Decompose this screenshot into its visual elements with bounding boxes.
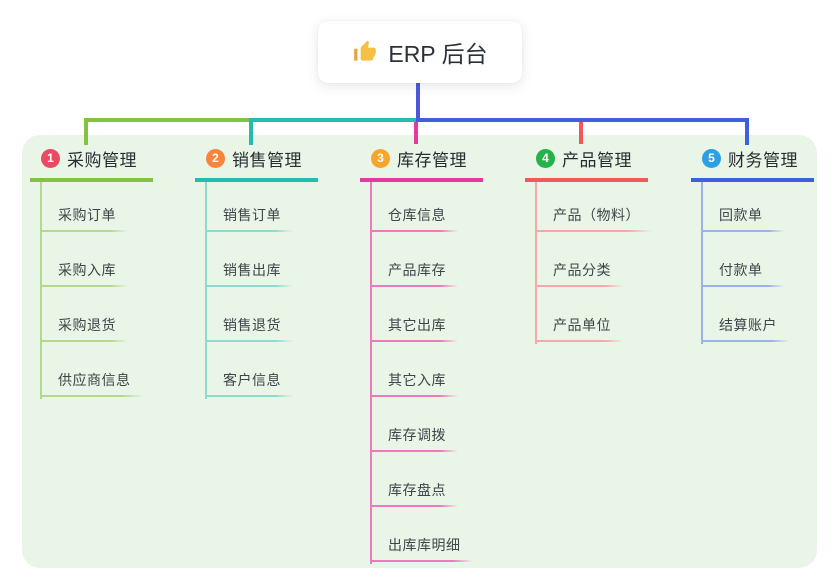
topic-finance-label: 财务管理 [728, 150, 798, 170]
child-item[interactable]: 供应商信息 [40, 342, 143, 397]
child-item-label: 付款单 [719, 262, 763, 278]
connector-hline-purchase [84, 118, 253, 122]
child-item-label: 采购入库 [58, 262, 116, 278]
child-item-label: 库存盘点 [388, 482, 446, 498]
child-item[interactable]: 产品分类 [535, 232, 623, 287]
topic-product[interactable]: 4 产品管理 [525, 138, 648, 182]
child-item[interactable]: 回款单 [701, 177, 785, 232]
connector-drop-inventory [414, 122, 418, 144]
child-item-label: 仓库信息 [388, 207, 446, 223]
child-item-label: 采购退货 [58, 317, 116, 333]
child-item-label: 采购订单 [58, 207, 116, 223]
connector-drop-product [579, 122, 583, 144]
child-item-label: 销售退货 [223, 317, 281, 333]
child-item-label: 销售订单 [223, 207, 281, 223]
root-node-title: ERP 后台 [388, 41, 488, 67]
child-item[interactable]: 库存调拨 [370, 397, 458, 452]
child-item[interactable]: 采购订单 [40, 177, 128, 232]
connector-hline-sales [249, 118, 418, 122]
child-item[interactable]: 销售出库 [205, 232, 293, 287]
topic-inventory-label: 库存管理 [397, 150, 467, 170]
child-item[interactable]: 采购退货 [40, 287, 128, 342]
root-node[interactable]: ERP 后台 [318, 21, 522, 83]
child-item-label: 销售出库 [223, 262, 281, 278]
topic-purchase-label: 采购管理 [67, 150, 137, 170]
connector-drop-finance [745, 118, 749, 145]
child-item-label: 其它出库 [388, 317, 446, 333]
branch-sales-children: 销售订单销售出库销售退货客户信息 [205, 177, 293, 397]
child-item[interactable]: 客户信息 [205, 342, 293, 397]
badge-2: 2 [206, 148, 225, 168]
child-item[interactable]: 付款单 [701, 232, 785, 287]
child-item[interactable]: 销售订单 [205, 177, 293, 232]
child-item[interactable]: 产品库存 [370, 232, 458, 287]
branch-product-vline [535, 182, 537, 344]
connector-hline-finance [416, 118, 749, 122]
child-item[interactable]: 结算账户 [701, 287, 789, 342]
child-item-label: 其它入库 [388, 372, 446, 388]
child-item-label: 库存调拨 [388, 427, 446, 443]
child-item[interactable]: 其它入库 [370, 342, 458, 397]
child-item[interactable]: 产品（物料） [535, 177, 652, 232]
branch-finance-vline [701, 182, 703, 344]
connector-drop-purchase [84, 118, 88, 145]
child-item[interactable]: 仓库信息 [370, 177, 458, 232]
connector-drop-sales [249, 118, 253, 145]
topic-inventory[interactable]: 3 库存管理 [360, 138, 483, 182]
child-item-label: 供应商信息 [58, 372, 131, 388]
branch-inventory-vline [370, 182, 372, 564]
child-item-label: 产品单位 [553, 317, 611, 333]
branch-purchase-vline [40, 182, 42, 399]
topic-purchase[interactable]: 1 采购管理 [30, 138, 153, 182]
connector-root-line [416, 82, 420, 122]
child-item-label: 出库库明细 [388, 537, 461, 553]
branch-sales-vline [205, 182, 207, 399]
child-item-label: 客户信息 [223, 372, 281, 388]
branches-panel [22, 135, 817, 568]
child-item-label: 产品（物料） [553, 207, 640, 223]
badge-3: 3 [371, 148, 390, 168]
child-item[interactable]: 其它出库 [370, 287, 458, 342]
child-item[interactable]: 产品单位 [535, 287, 623, 342]
topic-product-label: 产品管理 [562, 150, 632, 170]
topic-sales[interactable]: 2 销售管理 [195, 138, 318, 182]
child-item[interactable]: 销售退货 [205, 287, 293, 342]
child-item-label: 回款单 [719, 207, 763, 223]
child-item-label: 产品库存 [388, 262, 446, 278]
badge-4: 4 [536, 148, 555, 168]
topic-finance[interactable]: 5 财务管理 [691, 138, 814, 182]
child-item[interactable]: 采购入库 [40, 232, 128, 287]
branch-inventory-children: 仓库信息产品库存其它出库其它入库库存调拨库存盘点出库库明细 [370, 177, 473, 562]
thumbs-up-icon [352, 39, 378, 65]
child-item[interactable]: 库存盘点 [370, 452, 458, 507]
branch-finance-children: 回款单付款单结算账户 [701, 177, 789, 342]
topic-sales-label: 销售管理 [232, 150, 302, 170]
child-item-label: 结算账户 [719, 317, 777, 333]
child-item-label: 产品分类 [553, 262, 611, 278]
badge-1: 1 [41, 148, 60, 168]
badge-5: 5 [702, 148, 721, 168]
branch-purchase-children: 采购订单采购入库采购退货供应商信息 [40, 177, 143, 397]
child-item[interactable]: 出库库明细 [370, 507, 473, 562]
branch-product-children: 产品（物料） 产品分类产品单位 [535, 177, 652, 342]
